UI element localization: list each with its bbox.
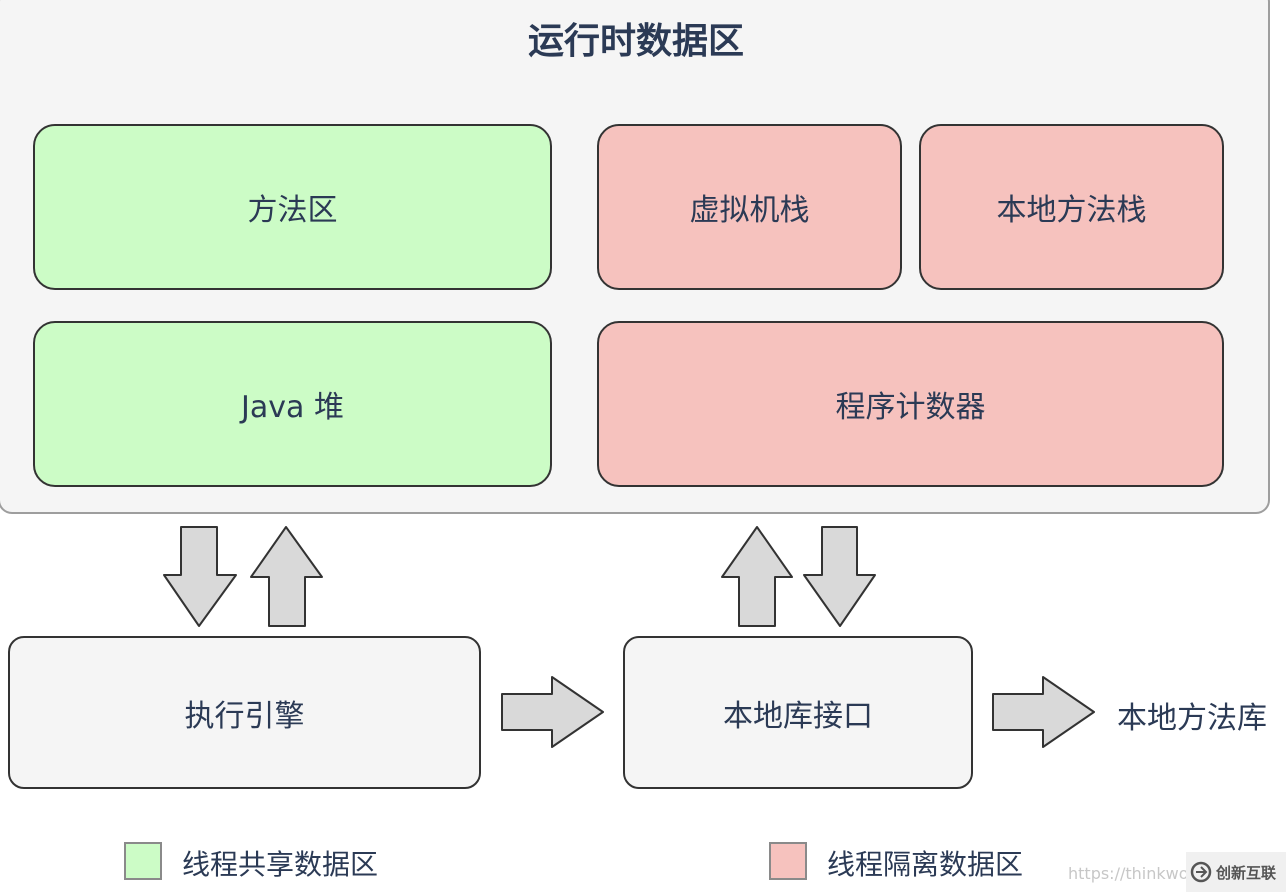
down-arrow-icon	[163, 526, 237, 627]
execution-engine-box: 执行引擎	[8, 636, 481, 789]
native-method-stack-label: 本地方法栈	[996, 193, 1147, 228]
up-arrow-icon	[250, 526, 323, 627]
right-arrow-icon	[992, 676, 1095, 748]
native-library-label: 本地方法库	[1117, 701, 1267, 736]
logo-text: 创新互联	[1216, 863, 1277, 882]
vm-stack-box: 虚拟机栈	[597, 124, 902, 290]
method-area-label: 方法区	[247, 193, 338, 228]
java-heap-label: Java 堆	[241, 390, 344, 425]
vm-stack-label: 虚拟机栈	[689, 193, 810, 228]
right-arrow-icon	[501, 676, 604, 748]
legend-shared-swatch	[124, 842, 162, 880]
legend-shared-label: 线程共享数据区	[182, 848, 379, 881]
legend-isolated-label: 线程隔离数据区	[827, 848, 1024, 881]
execution-engine-label: 执行引擎	[184, 698, 305, 734]
runtime-data-area-title: 运行时数据区	[527, 21, 744, 62]
watermark-logo: 创新互联	[1186, 852, 1286, 892]
native-method-stack-box: 本地方法栈	[919, 124, 1224, 290]
java-heap-box: Java 堆	[33, 321, 552, 487]
program-counter-label: 程序计数器	[835, 390, 986, 425]
down-arrow-icon	[803, 526, 876, 627]
native-interface-label: 本地库接口	[723, 698, 873, 734]
program-counter-box: 程序计数器	[597, 321, 1224, 487]
watermark-url: https://thinkwon.t	[1068, 864, 1210, 883]
method-area-box: 方法区	[33, 124, 552, 290]
up-arrow-icon	[721, 526, 793, 627]
native-interface-box: 本地库接口	[623, 636, 973, 789]
logo-icon	[1190, 861, 1212, 883]
legend-isolated-swatch	[769, 842, 807, 880]
